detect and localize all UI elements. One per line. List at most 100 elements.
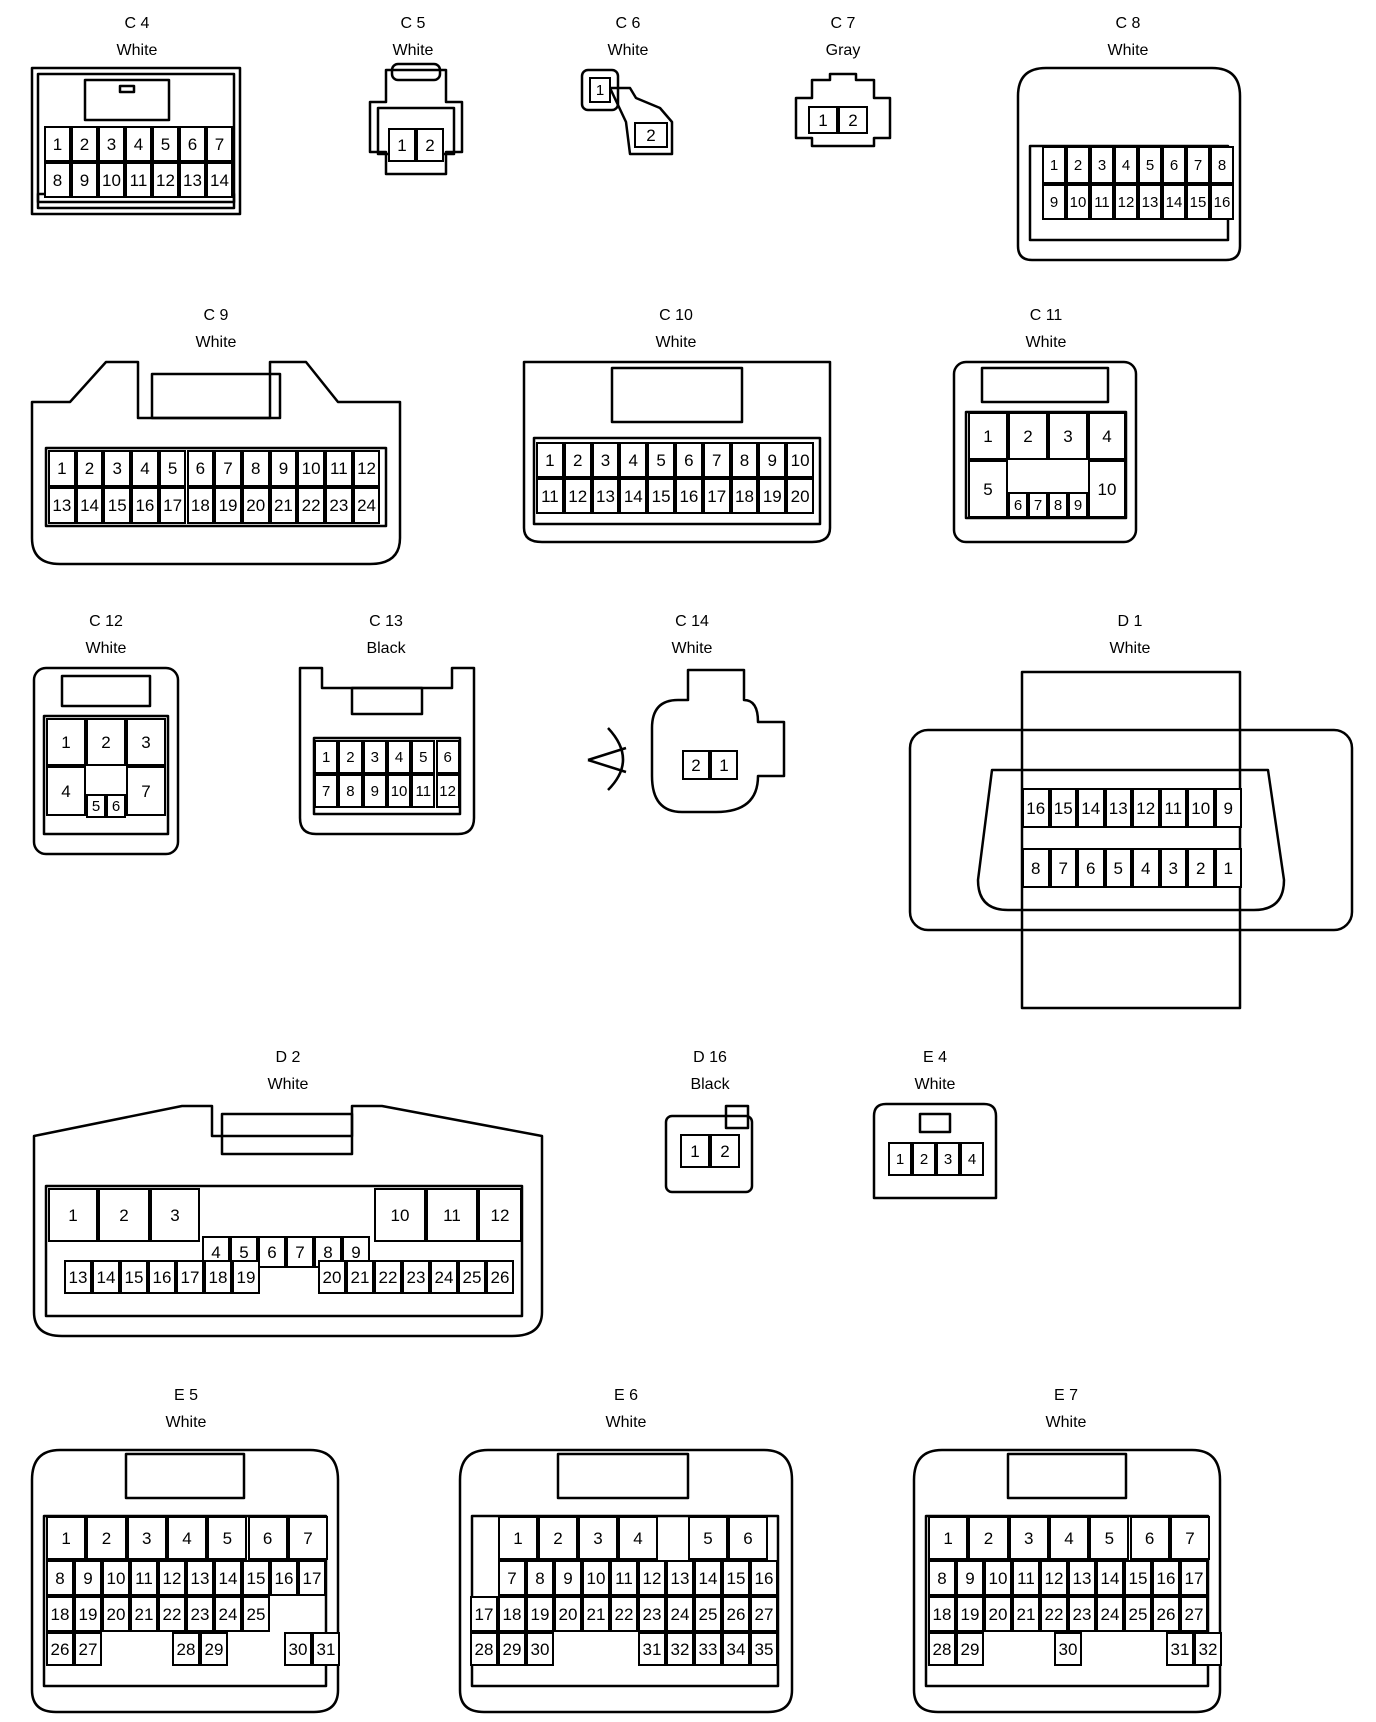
pin-7: 7 [126,766,166,816]
pin-12: 12 [478,1188,522,1242]
pin-23: 23 [638,1596,666,1632]
pin-2: 2 [75,450,104,487]
connector-code: C 11 [1029,307,1063,324]
connector-color: White [195,334,237,351]
pin-10: 10 [374,1188,426,1242]
connector-outline [32,666,180,856]
pin-19: 19 [758,478,787,514]
pin-14: 14 [1077,788,1105,828]
connector-code: D 16 [693,1049,727,1066]
connector-color: White [165,1414,207,1431]
pin-1: 1 [928,1516,969,1560]
pin-11: 11 [1090,184,1114,220]
pin-4: 4 [125,126,152,162]
pin-19: 19 [74,1596,102,1632]
pin-15: 15 [120,1260,148,1294]
pin-8: 8 [1210,146,1234,184]
connector-code: C 14 [675,613,709,630]
connector-outline [30,66,242,216]
connector-code: C 6 [615,15,641,32]
pin-7: 7 [702,442,731,478]
pin-9: 9 [554,1560,582,1596]
pin-5: 5 [207,1516,248,1560]
pin-15: 15 [647,478,675,514]
connector-color: Black [366,640,406,657]
connector-color: White [671,640,713,657]
pin-29: 29 [956,1632,984,1666]
pin-30: 30 [1054,1632,1082,1666]
pin-11: 11 [536,478,564,514]
pin-4: 4 [131,450,159,487]
pin-3: 3 [103,450,132,487]
connector-code: E 5 [173,1387,198,1404]
connector-label: C 14 White [632,612,752,658]
pin-9: 9 [71,162,98,198]
pin-25: 25 [1124,1596,1152,1632]
pin-8: 8 [338,774,363,808]
connector-outline [30,360,402,566]
pin-11: 11 [610,1560,638,1596]
pin-25: 25 [242,1596,270,1632]
pin-4: 4 [1114,146,1138,184]
pin-14: 14 [75,487,104,524]
pin-1: 1 [1214,848,1242,888]
pin-23: 23 [1068,1596,1096,1632]
connector-color: White [605,1414,647,1431]
pin-2: 2 [86,1516,127,1560]
pin-22: 22 [1040,1596,1068,1632]
pin-2: 2 [98,1188,150,1242]
connector-color: White [1025,334,1067,351]
pin-3: 3 [150,1188,200,1242]
pin-6: 6 [728,1516,768,1560]
pin-3: 3 [936,1142,960,1176]
pin-10: 10 [386,774,412,808]
pin-7: 7 [287,1516,329,1560]
pin-3: 3 [126,1516,167,1560]
pin-16: 16 [750,1560,778,1596]
pin-16: 16 [148,1260,176,1294]
pin-4: 4 [1048,1516,1090,1560]
pin-11: 11 [130,1560,158,1596]
pin-6: 6 [1077,848,1105,888]
pin-13: 13 [1104,788,1132,828]
pin-8: 8 [1048,492,1068,518]
pin-21: 21 [346,1260,374,1294]
pin-16: 16 [1210,184,1234,220]
pin-1: 1 [589,77,611,103]
pin-4: 4 [1132,848,1160,888]
pin-1: 1 [710,750,738,780]
connector-code: C 4 [124,15,150,32]
pin-12: 12 [1132,788,1160,828]
pin-22: 22 [297,487,325,524]
pin-4: 4 [46,766,86,816]
pin-2: 2 [71,126,98,162]
pin-5: 5 [86,794,106,818]
pin-4: 4 [960,1142,984,1176]
pin-2: 2 [563,442,592,478]
pin-10: 10 [984,1560,1012,1596]
pin-21: 21 [1012,1596,1040,1632]
connector-code: D 1 [1117,613,1143,630]
connector-code: C 7 [830,15,856,32]
pin-11: 11 [411,774,436,808]
connector-outline [368,62,464,176]
pin-18: 18 [928,1596,956,1632]
pin-27: 27 [750,1596,778,1632]
pin-2: 2 [86,718,126,766]
pin-15: 15 [1049,788,1077,828]
pin-6: 6 [675,442,703,478]
pin-6: 6 [247,1516,288,1560]
pin-23: 23 [402,1260,430,1294]
pin-14: 14 [1162,184,1186,220]
